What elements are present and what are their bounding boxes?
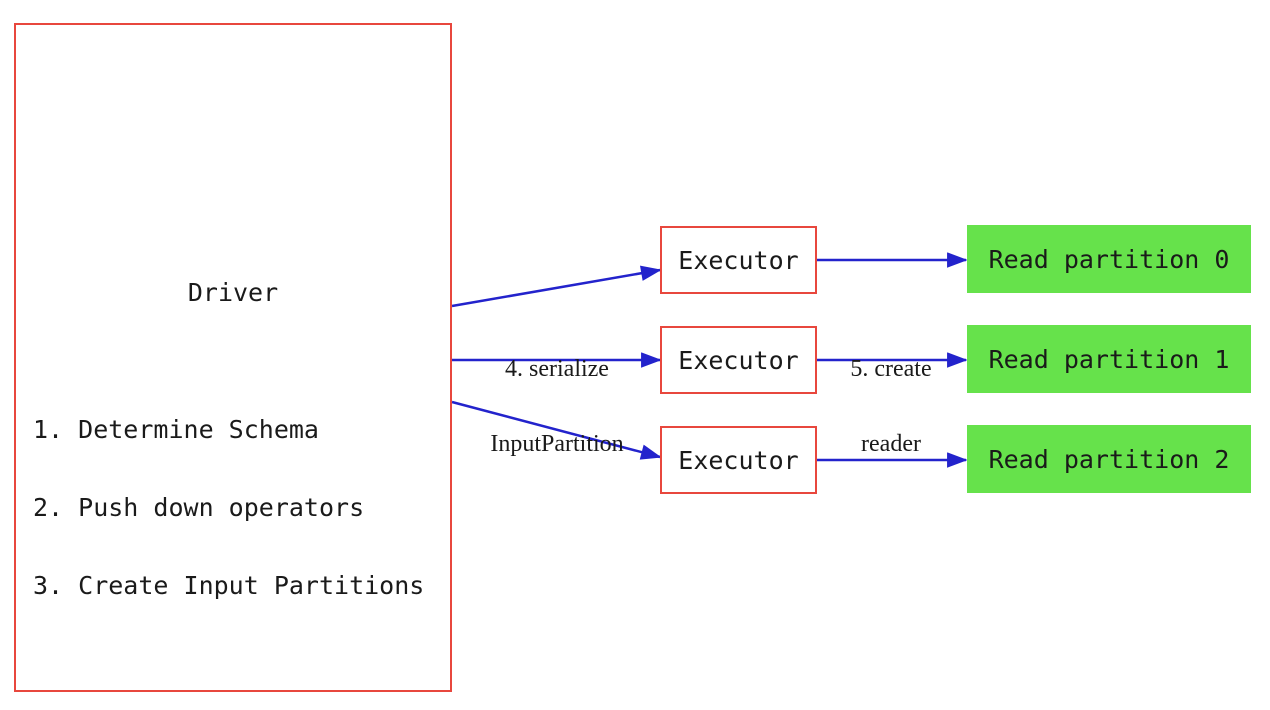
read-partition-2-box: Read partition 2: [967, 425, 1251, 493]
driver-step-create-input-partitions: 3. Create Input Partitions: [33, 571, 425, 600]
driver-step-push-down-operators: 2. Push down operators: [33, 493, 365, 522]
executor-box-2: Executor: [660, 326, 817, 394]
executor-3-label: Executor: [678, 445, 799, 475]
read-partition-1-label: Read partition 1: [988, 344, 1230, 374]
driver-steps: 1. Determine Schema 2. Push down operato…: [33, 365, 424, 651]
executor-box-3: Executor: [660, 426, 817, 494]
edge-label-create-reader: 5. create reader: [830, 307, 952, 507]
edge-label-reader-line2: reader: [861, 431, 921, 457]
executor-2-label: Executor: [678, 345, 799, 375]
driver-title: Driver: [187, 278, 279, 307]
edge-label-serialize-line2: InputPartition: [490, 431, 624, 457]
read-partition-0-label: Read partition 0: [988, 244, 1230, 274]
executor-box-1: Executor: [660, 226, 817, 294]
read-partition-1-box: Read partition 1: [967, 325, 1251, 393]
edge-label-reader-line1: 5. create: [850, 356, 932, 382]
driver-step-determine-schema: 1. Determine Schema: [33, 415, 319, 444]
driver-box: Driver 1. Determine Schema 2. Push down …: [14, 23, 452, 692]
arrow-driver-to-executor-1: [451, 265, 662, 308]
edge-label-serialize-line1: 4. serialize: [505, 356, 609, 382]
read-partition-2-label: Read partition 2: [988, 444, 1230, 474]
executor-1-label: Executor: [678, 245, 799, 275]
read-partition-0-box: Read partition 0: [967, 225, 1251, 293]
edge-label-serialize-inputpartition: 4. serialize InputPartition: [468, 307, 646, 507]
